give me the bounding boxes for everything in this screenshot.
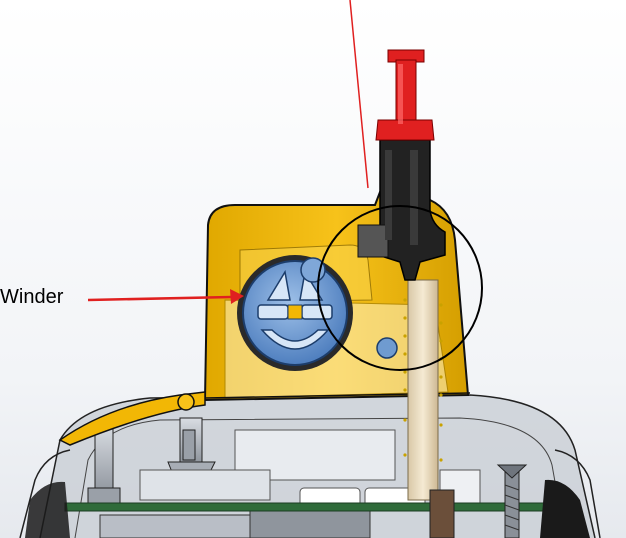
red-pointer-arrow-icon — [87, 289, 244, 304]
detail-circle-icon — [317, 205, 483, 371]
top-leader-line — [349, 0, 369, 189]
right-screw — [496, 464, 528, 538]
winder-label: Winder — [0, 286, 64, 308]
inner-parts — [87, 417, 481, 538]
left-foot — [25, 481, 70, 538]
spring-column — [403, 279, 455, 538]
plunger-red — [375, 49, 435, 141]
right-foot — [540, 479, 590, 538]
pcb — [64, 502, 546, 512]
left-screw — [182, 429, 196, 461]
